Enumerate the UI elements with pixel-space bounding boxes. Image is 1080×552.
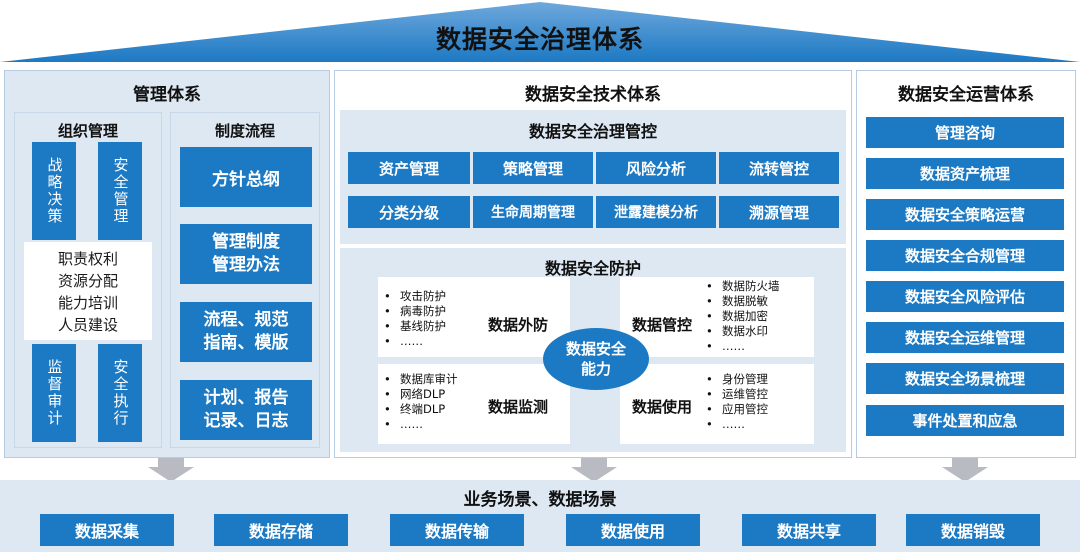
gov-leak-modeling: 泄露建模分析	[596, 196, 716, 228]
process-item-1: 方针总纲	[180, 147, 312, 207]
list-item: 网络DLP	[384, 387, 494, 402]
list-item: 身份管理	[706, 372, 816, 387]
security-capability-label: 数据安全能力	[566, 340, 627, 378]
scene-collect: 数据采集	[40, 514, 174, 546]
list-item: 病毒防护	[384, 304, 494, 319]
list-item: 数据脱敏	[706, 294, 816, 309]
process-item-2: 管理制度 管理办法	[180, 224, 312, 284]
gov-traceability: 溯源管理	[719, 196, 839, 228]
tech-title: 数据安全技术体系	[525, 85, 661, 105]
list-item: ……	[706, 339, 816, 354]
org-management-title: 组织管理	[57, 122, 118, 140]
responsibilities-box: 职责权利 资源分配 能力培训 人员建设	[24, 242, 152, 340]
ops-item-7: 数据安全场景梳理	[866, 363, 1064, 394]
audit-label: 监督审计	[45, 359, 64, 427]
ops-item-5: 数据安全风险评估	[866, 281, 1064, 312]
scene-storage: 数据存储	[214, 514, 348, 546]
resp-line-1: 职责权利	[57, 250, 118, 268]
execution-block: 安全执行	[98, 344, 142, 442]
roof-banner	[0, 2, 1080, 62]
gov-risk-analysis: 风险分析	[596, 152, 716, 184]
ops-title: 数据安全运营体系	[898, 85, 1034, 105]
gov-lifecycle: 生命周期管理	[473, 196, 593, 228]
list-item: 数据水印	[706, 324, 816, 339]
ops-item-4: 数据安全合规管理	[866, 240, 1064, 271]
scene-sharing: 数据共享	[742, 514, 876, 546]
list-item: 数据防火墙	[706, 279, 816, 294]
ops-item-1: 管理咨询	[866, 117, 1064, 148]
down-arrow-left	[148, 458, 194, 482]
data-control-list: 数据防火墙 数据脱敏 数据加密 数据水印 ……	[706, 279, 816, 354]
diagram-title: 数据安全治理体系	[435, 25, 644, 54]
resp-line-4: 人员建设	[57, 316, 118, 334]
list-item: ……	[706, 417, 816, 432]
list-item: 运维管控	[706, 387, 816, 402]
list-item: 应用管控	[706, 402, 816, 417]
resp-line-3: 能力培训	[57, 294, 118, 312]
audit-block: 监督审计	[32, 344, 76, 442]
list-item: 数据加密	[706, 309, 816, 324]
down-arrow-center	[571, 458, 617, 482]
gov-classification: 分类分级	[348, 196, 470, 228]
ops-item-6: 数据安全运维管理	[866, 322, 1064, 353]
strategy-block: 战略决策	[32, 142, 76, 240]
management-title: 管理体系	[133, 85, 201, 105]
scene-usage: 数据使用	[566, 514, 700, 546]
list-item: ……	[384, 334, 494, 349]
gov-asset-mgmt: 资产管理	[348, 152, 470, 184]
external-defense-label: 数据外防	[487, 316, 548, 334]
data-control-label: 数据管控	[631, 316, 692, 334]
ops-item-3: 数据安全策略运营	[866, 199, 1064, 230]
list-item: 基线防护	[384, 319, 494, 334]
down-arrow-right	[942, 458, 988, 482]
process-item-4: 计划、报告 记录、日志	[180, 380, 312, 440]
list-item: 终端DLP	[384, 402, 494, 417]
security-mgmt-block: 安全管理	[98, 142, 142, 240]
list-item: ……	[384, 417, 494, 432]
list-item: 数据库审计	[384, 372, 494, 387]
protection-title: 数据安全防护	[544, 259, 641, 278]
data-monitoring-label: 数据监测	[487, 398, 548, 416]
process-title: 制度流程	[214, 122, 275, 140]
governance-title: 数据安全治理管控	[528, 122, 657, 141]
data-usage-label: 数据使用	[631, 398, 692, 416]
execution-label: 安全执行	[111, 359, 130, 427]
security-mgmt-label: 安全管理	[111, 157, 130, 225]
gov-flow-control: 流转管控	[719, 152, 839, 184]
scene-destruction: 数据销毁	[906, 514, 1040, 546]
gov-policy-mgmt: 策略管理	[473, 152, 593, 184]
data-monitoring-list: 数据库审计 网络DLP 终端DLP ……	[384, 372, 494, 432]
strategy-label: 战略决策	[45, 157, 64, 225]
external-defense-list: 攻击防护 病毒防护 基线防护 ……	[384, 289, 494, 349]
data-usage-list: 身份管理 运维管控 应用管控 ……	[706, 372, 816, 432]
scenes-bar	[0, 480, 1080, 552]
process-item-3: 流程、规范 指南、模版	[180, 302, 312, 362]
list-item: 攻击防护	[384, 289, 494, 304]
scenes-title: 业务场景、数据场景	[463, 490, 617, 510]
security-capability-center: 数据安全能力	[543, 328, 649, 390]
scene-transmission: 数据传输	[390, 514, 524, 546]
ops-item-2: 数据资产梳理	[866, 158, 1064, 189]
resp-line-2: 资源分配	[57, 272, 118, 290]
ops-item-8: 事件处置和应急	[866, 405, 1064, 436]
